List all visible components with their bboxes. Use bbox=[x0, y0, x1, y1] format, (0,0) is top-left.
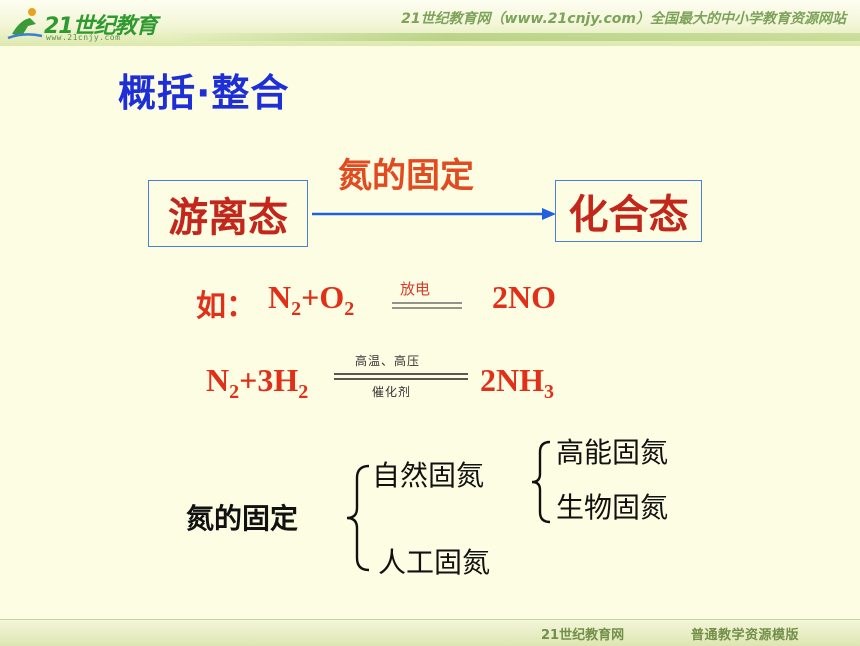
header-band bbox=[170, 33, 860, 41]
footer-banner bbox=[0, 619, 860, 646]
example-prefix: 如： bbox=[196, 289, 256, 324]
classification-root: 氮的固定 bbox=[186, 502, 299, 535]
slide-title: 概括·整合 bbox=[118, 71, 290, 115]
eq1-product: 2NO bbox=[492, 279, 556, 315]
footer-template-name: 普通教学资源模版 bbox=[691, 628, 800, 643]
artificial-fixation: 人工固氮 bbox=[378, 546, 491, 579]
eq2-equals-sign bbox=[334, 373, 468, 380]
footer-site-name: 21世纪教育网 bbox=[541, 628, 625, 643]
free-state-box: 游离态 bbox=[148, 180, 308, 247]
eq2-condition-top: 高温、高压 bbox=[355, 354, 421, 368]
eq1-condition: 放电 bbox=[400, 280, 431, 298]
biological-fixation: 生物固氮 bbox=[556, 491, 669, 524]
eq1-equals-sign bbox=[392, 302, 462, 309]
arrow-label: 氮的固定 bbox=[338, 156, 474, 196]
header-banner bbox=[0, 0, 860, 46]
natural-fixation: 自然固氮 bbox=[372, 459, 485, 492]
combined-state-box: 化合态 bbox=[555, 180, 702, 242]
high-energy-fixation: 高能固氮 bbox=[556, 436, 669, 469]
eq2-condition-bottom: 催化剂 bbox=[372, 385, 412, 399]
header-site-text: 21世纪教育网（www.21cnjy.com）全国最大的中小学教育资源网站 bbox=[401, 11, 846, 27]
eq1-reactants: N2+O2 bbox=[268, 279, 355, 320]
logo-runner-icon bbox=[7, 8, 43, 40]
right-arrow-icon bbox=[312, 208, 556, 220]
left-brace-small bbox=[531, 440, 551, 524]
logo-url: www.21cnjy.com bbox=[46, 33, 121, 42]
eq2-reactants: N2+3H2 bbox=[206, 362, 309, 403]
eq2-product: 2NH3 bbox=[480, 362, 554, 403]
left-brace-large bbox=[346, 464, 370, 572]
logo-text: 21世纪教育 bbox=[44, 14, 158, 39]
